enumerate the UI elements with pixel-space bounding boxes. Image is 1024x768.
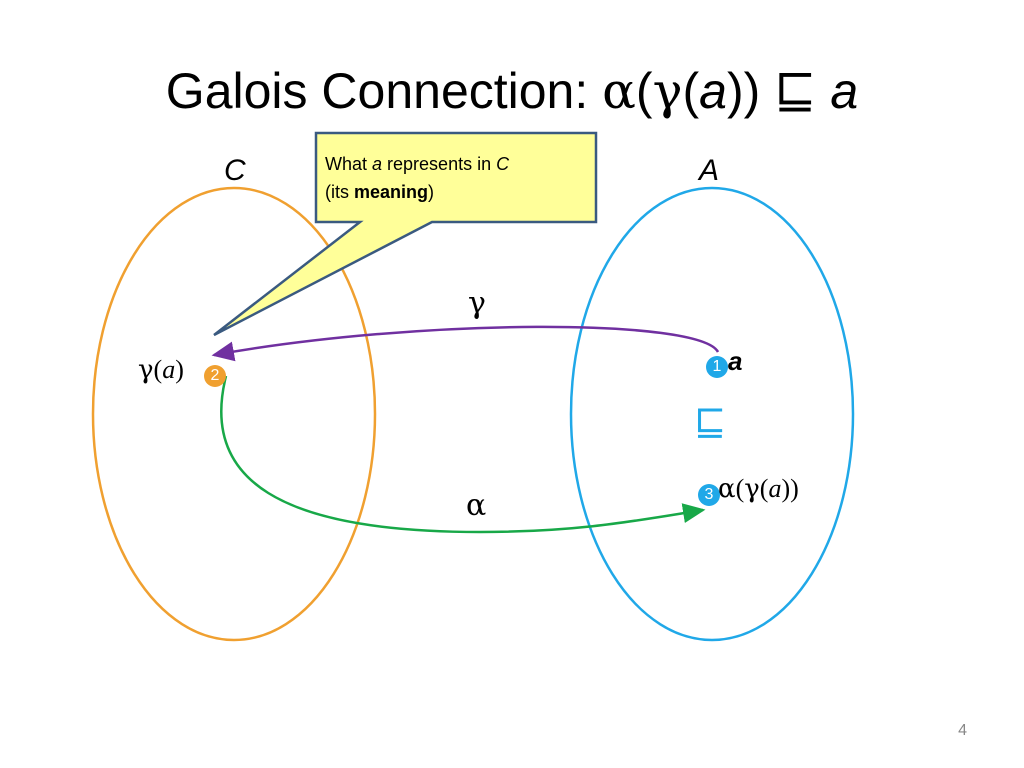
alpha-arrow: [220, 375, 706, 534]
callout-line1: What a represents in C: [325, 150, 590, 178]
title-relation: ⊑: [774, 62, 817, 120]
gamma-a-open: (: [153, 355, 163, 384]
title-close: )): [726, 63, 761, 119]
gamma-a-gamma: γ: [138, 355, 154, 385]
gamma-a-close: ): [175, 355, 184, 384]
agamma-close: )): [781, 474, 799, 503]
callout-meaning: meaning: [354, 182, 429, 202]
agamma-gamma: γ: [744, 474, 760, 504]
abstract-set-label: A: [699, 154, 720, 187]
title-open2: (: [682, 63, 700, 119]
badge-1: 1: [706, 356, 728, 378]
agamma-var: a: [768, 474, 782, 503]
title-alpha: α: [602, 62, 636, 120]
agamma-open1: (: [735, 474, 745, 503]
callout-line2-suffix: ): [428, 182, 435, 202]
callout-text: What a represents in C (its meaning): [325, 150, 590, 206]
title-var-a: a: [699, 63, 727, 119]
title-gamma: γ: [652, 62, 683, 120]
agamma-alpha: α: [718, 474, 736, 504]
page-number: 4: [958, 722, 967, 739]
callout-bubble: [213, 131, 598, 337]
gamma-a-var: a: [162, 355, 176, 384]
point-a-label: a: [728, 346, 743, 376]
callout-line1-prefix: What: [325, 154, 373, 174]
callout-var-a: a: [372, 154, 383, 174]
concrete-set-label: C: [224, 154, 246, 187]
callout-line2-prefix: (its: [325, 182, 354, 202]
alpha-arrow-label: α: [466, 488, 487, 523]
slide-title: Galois Connection: α(γ(a)) ⊑ a: [0, 62, 1024, 120]
alpha-gamma-a-label: α(γ(a)): [718, 474, 799, 504]
gamma-arrow: [211, 325, 720, 362]
badge-2: 2: [204, 365, 226, 387]
gamma-a-label: γ(a): [138, 355, 184, 385]
title-prefix: Galois Connection:: [165, 63, 603, 119]
badge-3: 3: [698, 484, 720, 506]
title-rhs-a: a: [830, 63, 859, 119]
callout-line1-middle: represents in: [382, 154, 497, 174]
callout-line2: (its meaning): [325, 178, 590, 206]
agamma-open2: (: [759, 474, 769, 503]
order-symbol: ⊑: [694, 400, 727, 444]
title-open1: (: [635, 63, 653, 119]
concrete-set-ellipse: [91, 186, 377, 642]
callout-set-c: C: [496, 154, 510, 174]
gamma-arrow-label: γ: [468, 286, 486, 321]
abstract-set-ellipse: [569, 186, 855, 642]
